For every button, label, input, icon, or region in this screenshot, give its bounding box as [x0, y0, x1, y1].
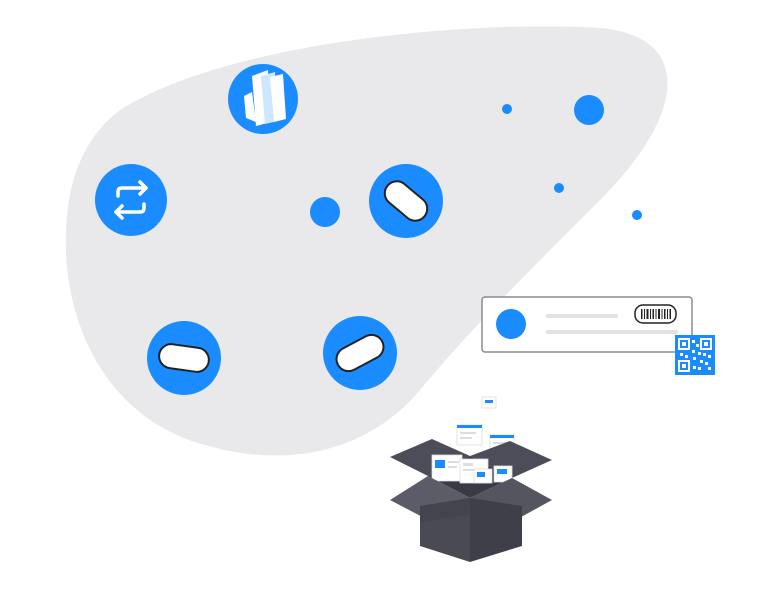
mini-card — [473, 468, 493, 484]
label-card — [481, 296, 693, 353]
dot — [502, 104, 512, 114]
dot — [554, 183, 564, 193]
dot — [574, 95, 604, 125]
pill-tag-icon — [369, 164, 443, 238]
pill-tag-icon — [147, 321, 221, 395]
document-stack-icon — [228, 64, 298, 134]
background-blob — [65, 26, 668, 456]
mini-card — [456, 424, 483, 446]
open-box-icon — [390, 396, 552, 562]
barcode-icon — [634, 304, 677, 324]
dot — [310, 197, 340, 227]
mini-card — [481, 396, 497, 409]
qr-code-icon — [675, 335, 715, 375]
dot — [632, 210, 642, 220]
mini-card — [493, 465, 513, 483]
card-line — [546, 314, 618, 318]
card-line — [546, 330, 678, 334]
pill-tag-icon — [323, 316, 397, 390]
card-avatar — [496, 309, 526, 339]
repeat-arrows-icon — [95, 164, 167, 236]
mini-card — [431, 454, 463, 482]
